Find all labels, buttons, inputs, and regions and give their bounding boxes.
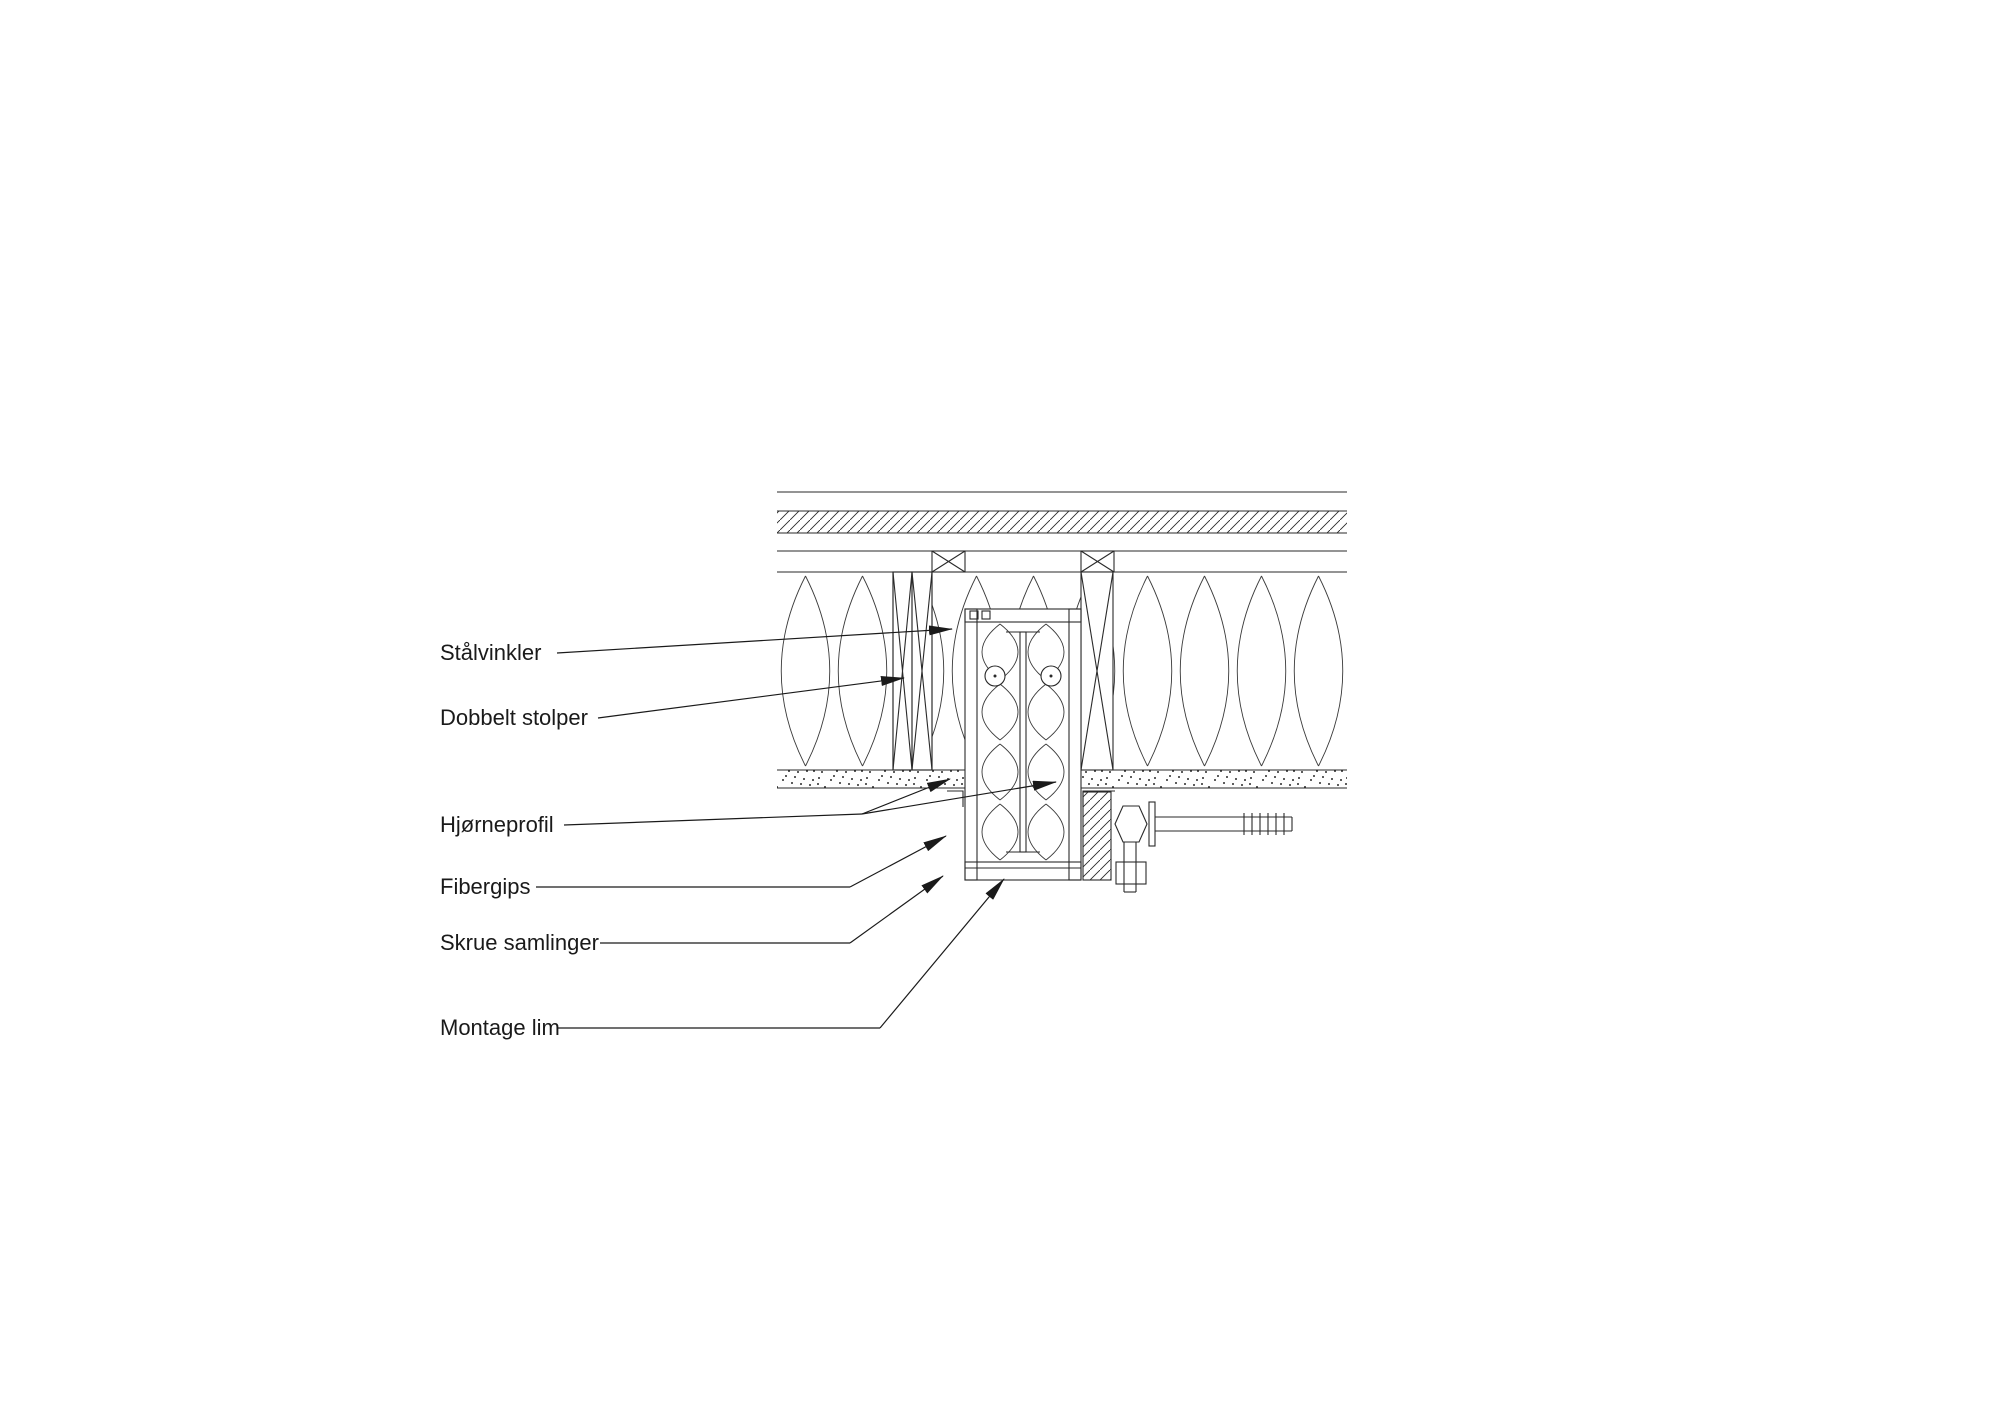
vertical-bolt-nut: [1115, 842, 1147, 893]
label-hjoerneprofil: Hjørneprofil: [440, 812, 554, 837]
steel-profile: [1006, 631, 1040, 853]
partition-wall-detail: [964, 608, 1082, 881]
double-stud-left: [892, 571, 933, 771]
bottom-rail: [964, 861, 1082, 881]
fixing-batten-right: [1080, 550, 1115, 573]
ceiling-board-left: [777, 769, 965, 789]
anchor-bolt-assembly: [1082, 791, 1293, 893]
leader-dobbelt-stolper: [597, 676, 905, 719]
leader-lines: [536, 625, 1057, 1029]
screw-fixings: [984, 665, 1062, 687]
annotation-labels: Stålvinkler Dobbelt stolper Hjørneprofil…: [440, 640, 599, 1040]
stud-right: [1080, 571, 1114, 771]
label-fibergips: Fibergips: [440, 874, 530, 899]
label-skrue-samlinger: Skrue samlinger: [440, 930, 599, 955]
label-dobbelt-stolper: Dobbelt stolper: [440, 705, 588, 730]
fixing-batten-left: [931, 550, 966, 573]
leader-fibergips: [536, 835, 947, 888]
corner-profile-left: [947, 790, 964, 807]
ceiling-structure: [777, 491, 1347, 573]
steel-angle-bracket: [964, 608, 1082, 623]
ceiling-board-right: [1081, 769, 1347, 789]
label-montage-lim: Montage lim: [440, 1015, 560, 1040]
leader-skrue-samlinger: [600, 875, 944, 944]
horizontal-bolt: [1114, 801, 1293, 847]
label-staalvinkler: Stålvinkler: [440, 640, 541, 665]
leader-montage-lim: [558, 878, 1005, 1029]
leader-staalvinkler: [556, 625, 953, 654]
leader-hjoerneprofil: [563, 778, 1057, 826]
